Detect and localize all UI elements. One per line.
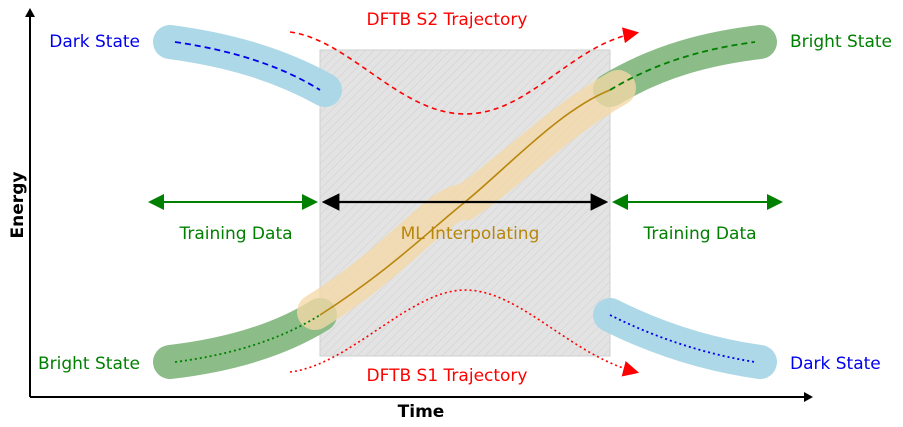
bright-state-curve-top-right [609, 41, 756, 91]
training-data-label-left: Training Data [178, 224, 292, 244]
s2-trajectory-label: DFTB S2 Trajectory [367, 10, 528, 30]
y-axis-label: Energy [8, 172, 28, 239]
dark-state-label-top-left: Dark State [49, 32, 140, 52]
x-axis-arrowhead [804, 392, 813, 402]
dark-state-band-bottom-right [593, 298, 777, 379]
ml-interpolating-label: ML Interpolating [401, 224, 540, 244]
bright-state-label-top-right: Bright State [790, 32, 892, 52]
bright-state-band-bottom-left [153, 298, 337, 379]
dark-state-band-top-left [153, 25, 342, 107]
bright-state-label-bottom-left: Bright State [38, 354, 140, 374]
dark-state-curve-bottom-right [609, 314, 756, 363]
s1-trajectory-label: DFTB S1 Trajectory [367, 366, 528, 386]
dark-state-label-bottom-right: Dark State [790, 354, 881, 374]
x-axis-label: Time [398, 402, 445, 422]
s2-trajectory-curve [289, 27, 640, 115]
y-axis-arrowhead [25, 8, 35, 17]
s1-trajectory-curve [289, 289, 640, 377]
training-data-label-right: Training Data [642, 224, 756, 244]
dark-state-curve-top-left [174, 41, 321, 91]
